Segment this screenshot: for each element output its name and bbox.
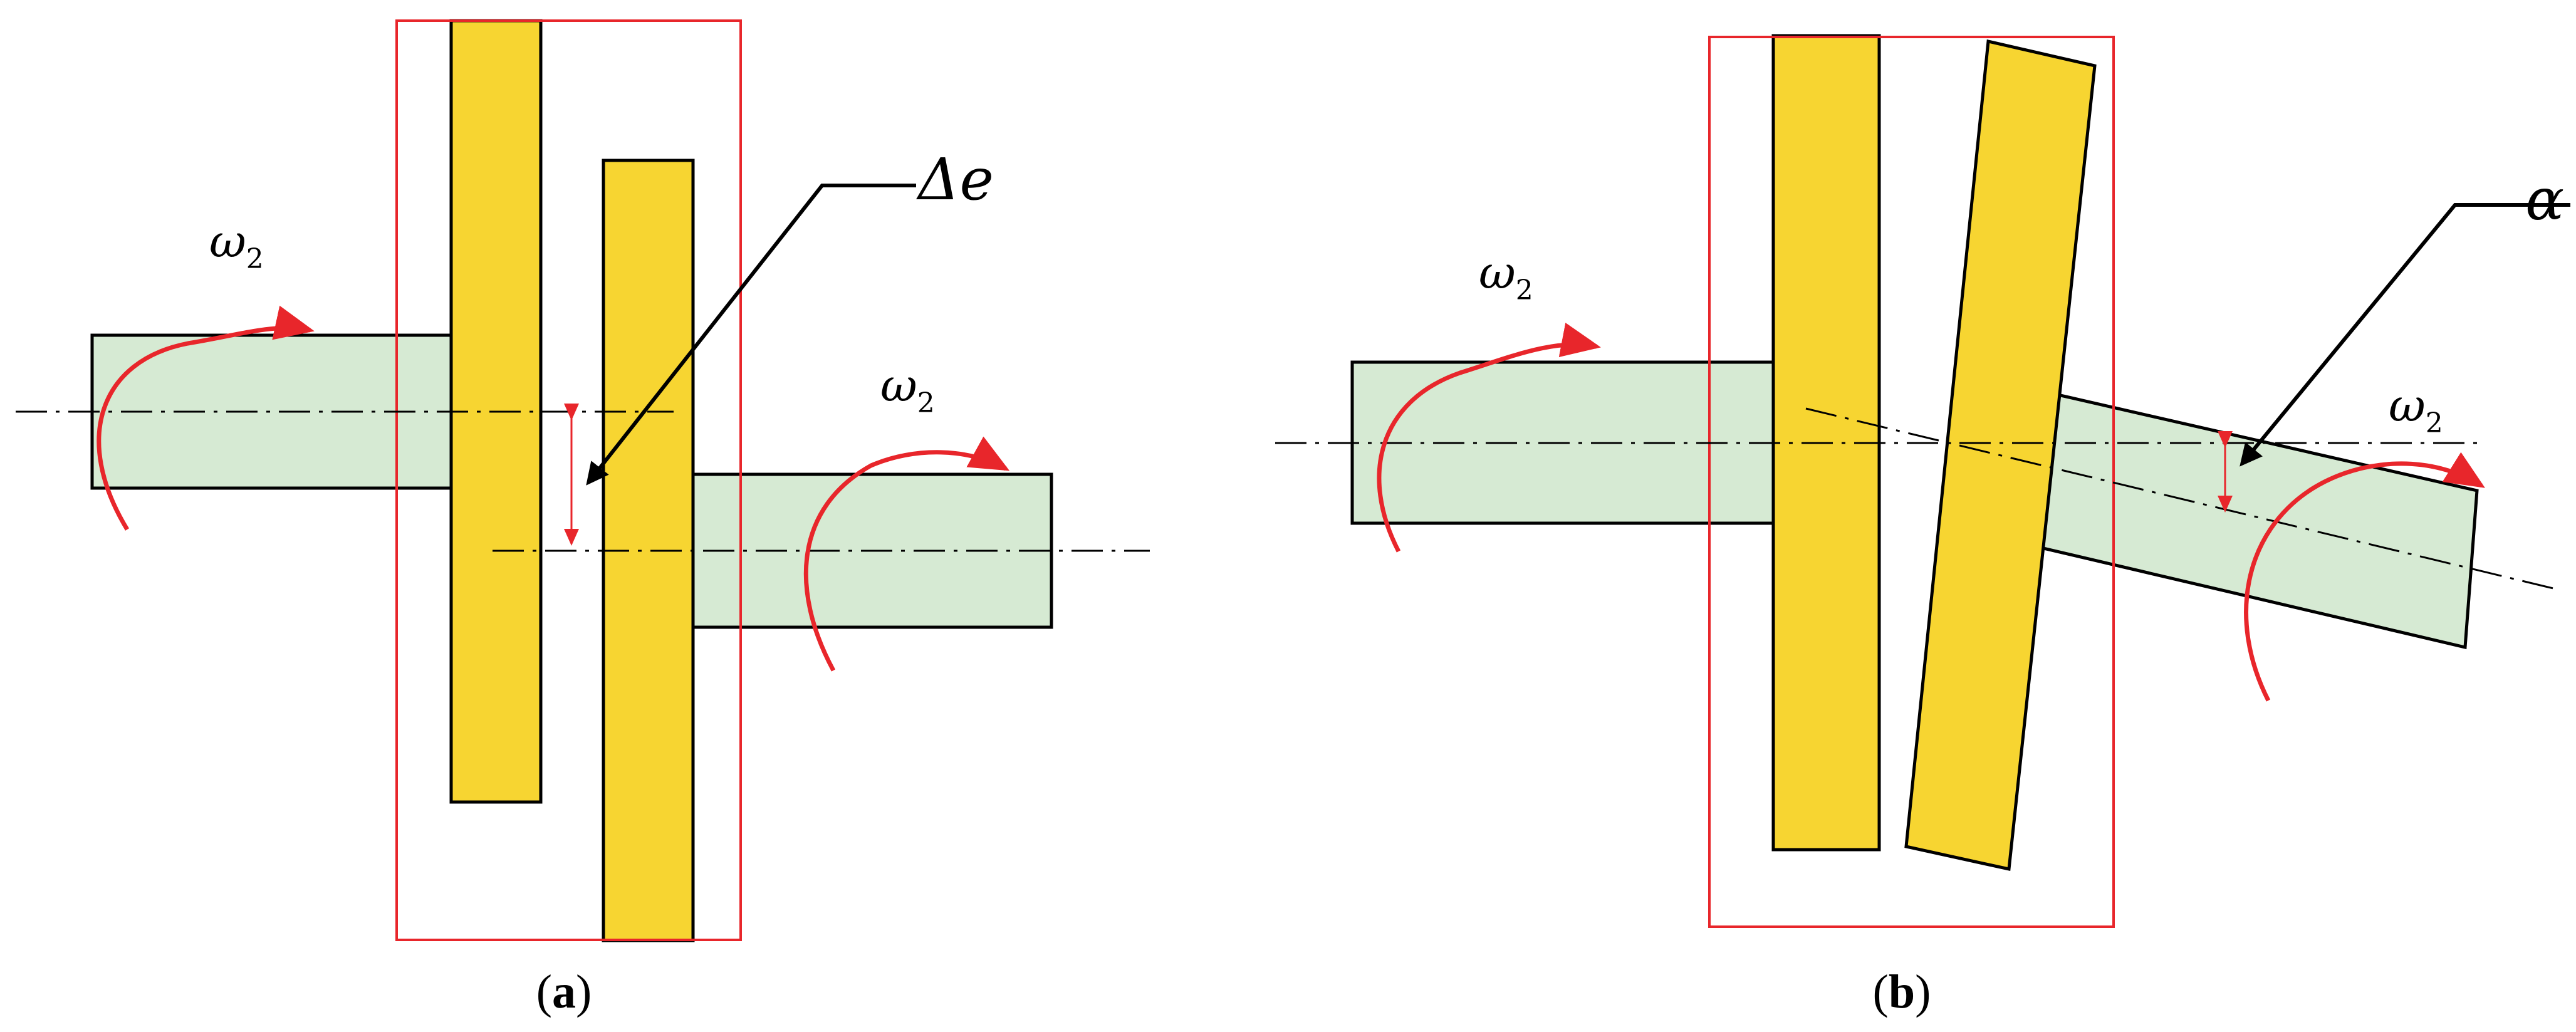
panel-a-coupling-frame [395,19,742,941]
panel-b-left-rotation-arrow [1377,323,1601,553]
panel-a-caption: (a) [536,966,592,1018]
panel-a-offset-label: Δe [916,146,994,213]
panel-b-omega-left-label: ω2 [1479,246,1533,306]
panel-b-tilted-centerline [1805,407,2559,591]
panel-b-angular-misalignment: ω2 ω2 α (b) [1275,34,2570,1018]
panel-a-parallel-misalignment: ω2 ω2 Δe (a) [16,19,1150,1018]
panel-b-omega-right-label: ω2 [2389,379,2443,439]
panel-b-angle-leader [2240,203,2570,467]
panel-b-right-rotation-arrow [2244,452,2485,702]
panel-a-omega-right-label: ω2 [880,359,935,419]
panel-a-omega-left-label: ω2 [209,215,264,275]
panel-a-offset-leader [586,184,916,486]
panel-a-left-rotation-arrow [96,305,315,531]
panel-b-angle-label: α [2525,166,2564,233]
panel-a-right-rotation-arrow [803,436,1010,672]
panel-b-caption: (b) [1873,966,1931,1018]
